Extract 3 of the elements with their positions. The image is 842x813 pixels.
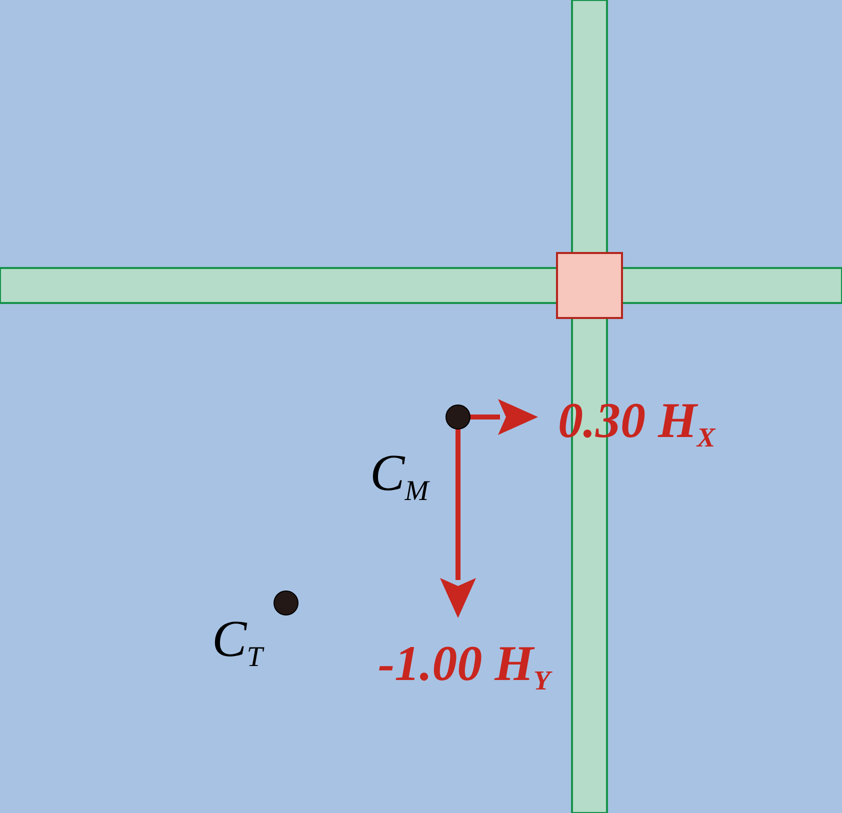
point-label: C$_{M}$ (370, 448, 429, 507)
force-label: -1.00 H$_{Y}$ (378, 638, 550, 694)
point-label: C$_{T}$ (212, 614, 263, 673)
